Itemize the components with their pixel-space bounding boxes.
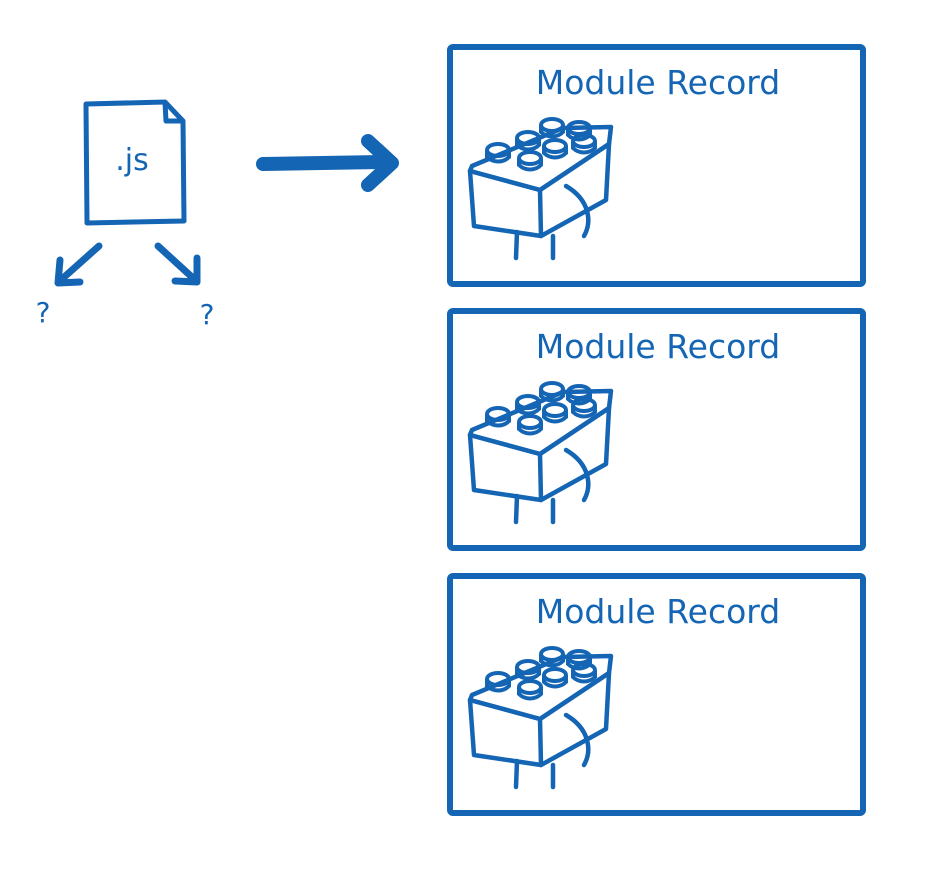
arrow-right-icon	[256, 155, 388, 171]
js-file-icon	[83, 99, 187, 226]
brick-loop	[563, 183, 591, 239]
module-record-frame	[447, 44, 866, 287]
brick-leg-left	[513, 493, 520, 525]
module-record-title: Module Record	[536, 592, 781, 631]
brick-stud-side	[539, 389, 565, 403]
brick-stud-top	[517, 679, 543, 695]
brick-side	[537, 141, 612, 239]
brick-stud	[542, 402, 568, 424]
module-record-frame	[447, 308, 866, 551]
brick-stud	[517, 414, 543, 436]
brick-stud	[571, 133, 597, 155]
brick-front	[467, 168, 544, 239]
brick-stud	[485, 406, 511, 428]
brick-stud-side	[517, 422, 543, 436]
brick-stud-side	[571, 670, 597, 684]
module-record-card: Module Record	[447, 308, 866, 551]
lego-brick-icon	[467, 646, 614, 790]
brick-stud-top	[539, 117, 565, 133]
brick-stud-top	[517, 414, 543, 430]
brick-side	[537, 405, 612, 503]
brick-stud-side	[539, 654, 565, 668]
brick-stud-side	[515, 138, 541, 152]
js-file: .js	[83, 99, 187, 226]
arrow-down-right-icon	[154, 242, 197, 282]
module-record-title: Module Record	[536, 63, 781, 102]
brick-stud-side	[571, 141, 597, 155]
brick-stud-side	[517, 687, 543, 701]
lego-brick-icon	[467, 117, 614, 261]
branch-right: ?	[154, 242, 215, 331]
brick-stud	[485, 671, 511, 693]
js-file-label: .js	[115, 143, 149, 178]
brick-stud	[515, 130, 541, 152]
brick-stud	[539, 381, 565, 403]
main-arrow	[256, 134, 399, 192]
brick-stud-top	[542, 667, 568, 683]
brick-loop	[563, 447, 591, 503]
arrow-down-left-icon	[58, 242, 103, 283]
brick-stud	[571, 662, 597, 684]
module-record-card: Module Record	[447, 44, 866, 287]
brick-stud-top	[542, 138, 568, 154]
brick-stud	[542, 667, 568, 689]
module-record-title: Module Record	[536, 327, 781, 366]
module-record-frame	[447, 573, 866, 816]
arrow-right-head	[361, 134, 399, 192]
lego-brick-icon	[467, 381, 614, 525]
brick-stud-side	[485, 414, 511, 428]
branch-left: ?	[36, 242, 103, 329]
brick-stud	[515, 394, 541, 416]
brick-stud-side	[542, 675, 568, 689]
brick-front	[467, 697, 544, 768]
brick-stud-side	[515, 667, 541, 681]
brick-stud	[542, 138, 568, 160]
brick-stud-side	[539, 125, 565, 139]
brick-side	[537, 670, 612, 768]
brick-stud	[485, 142, 511, 164]
brick-stud-top	[539, 381, 565, 397]
brick-stud	[571, 397, 597, 419]
brick-stud	[539, 646, 565, 668]
arrow-down-left-head	[54, 256, 84, 287]
brick-stud	[517, 150, 543, 172]
brick-stud-side	[515, 402, 541, 416]
brick-stud-top	[517, 150, 543, 166]
brick-stud	[539, 117, 565, 139]
brick-leg-left	[513, 229, 520, 261]
brick-stud-side	[542, 146, 568, 160]
brick-stud-side	[485, 679, 511, 693]
brick-stud	[515, 659, 541, 681]
brick-stud-side	[542, 410, 568, 424]
brick-stud	[517, 679, 543, 701]
brick-stud-side	[571, 405, 597, 419]
brick-loop	[563, 712, 591, 768]
brick-leg-left	[513, 758, 520, 790]
branch-right-label: ?	[200, 298, 215, 331]
brick-stud-top	[539, 646, 565, 662]
brick-front	[467, 432, 544, 503]
brick-stud-side	[517, 158, 543, 172]
brick-stud-side	[485, 150, 511, 164]
module-record-card: Module Record	[447, 573, 866, 816]
branch-left-label: ?	[36, 296, 51, 329]
arrow-down-right-head	[171, 254, 201, 286]
brick-stud-top	[542, 402, 568, 418]
